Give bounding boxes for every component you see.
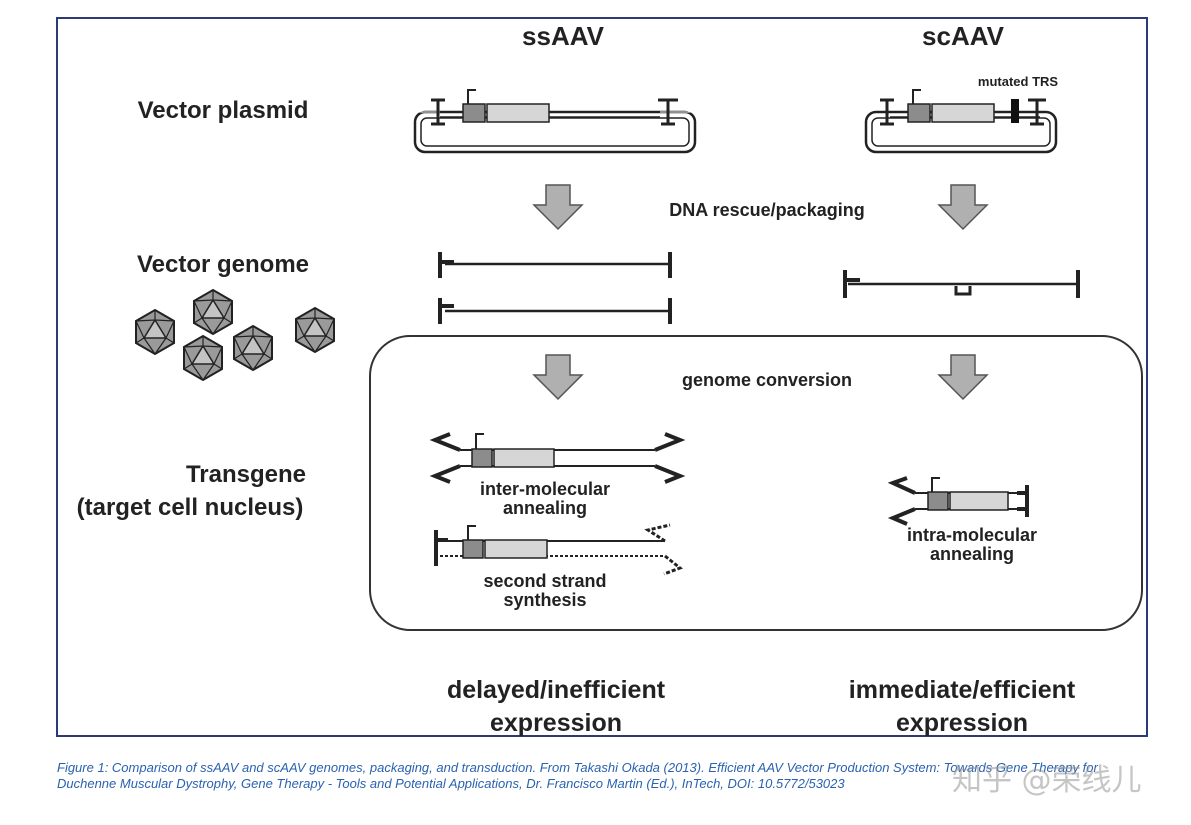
sc-outcome-line-2: expression [896,709,1028,737]
header-ssaav: ssAAV [522,21,605,51]
ss-outcome-line-2: expression [490,709,622,737]
mutated-trs-label: mutated TRS [978,74,1059,89]
row-label-vector-plasmid: Vector plasmid [138,97,309,124]
ss-outcome-line-1: delayed/inefficient [447,676,666,704]
arrow-ss-packaging [533,184,583,230]
header-scaav: scAAV [922,21,1005,51]
dna-rescue-label: DNA rescue/packaging [669,200,864,220]
second-strand-label-2: synthesis [503,590,586,610]
second-strand-label-1: second strand [483,571,606,591]
intra-molecular-label-1: intra-molecular [907,525,1037,545]
row-label-transgene: Transgene [186,461,306,488]
aav-capsids [135,289,335,381]
intra-molecular-label-2: annealing [930,544,1014,564]
intra-molecular-hairpin [887,476,1029,526]
ssaav-genomes [438,252,672,324]
row-label-target-cell-nucleus: (target cell nucleus) [77,494,304,521]
inter-molecular-label-1: inter-molecular [480,479,610,499]
scaav-genome [843,270,1080,298]
inter-molecular-label-2: annealing [503,498,587,518]
second-strand-duplex [434,523,683,576]
genome-conversion-label: genome conversion [682,370,852,390]
nucleus-box [369,335,1143,631]
scaav-plasmid [864,89,1058,154]
sc-outcome-line-1: immediate/efficient [849,676,1076,704]
inter-molecular-duplex [429,432,686,484]
ssaav-plasmid [413,89,697,154]
arrow-ss-conversion [533,354,583,400]
row-label-vector-genome: Vector genome [137,251,309,278]
figure-caption: Figure 1: Comparison of ssAAV and scAAV … [57,760,1098,791]
arrow-sc-conversion [938,354,988,400]
arrow-sc-packaging [938,184,988,230]
figure-frame [56,17,1148,737]
watermark: 知乎 @荣线儿 [952,763,1142,798]
